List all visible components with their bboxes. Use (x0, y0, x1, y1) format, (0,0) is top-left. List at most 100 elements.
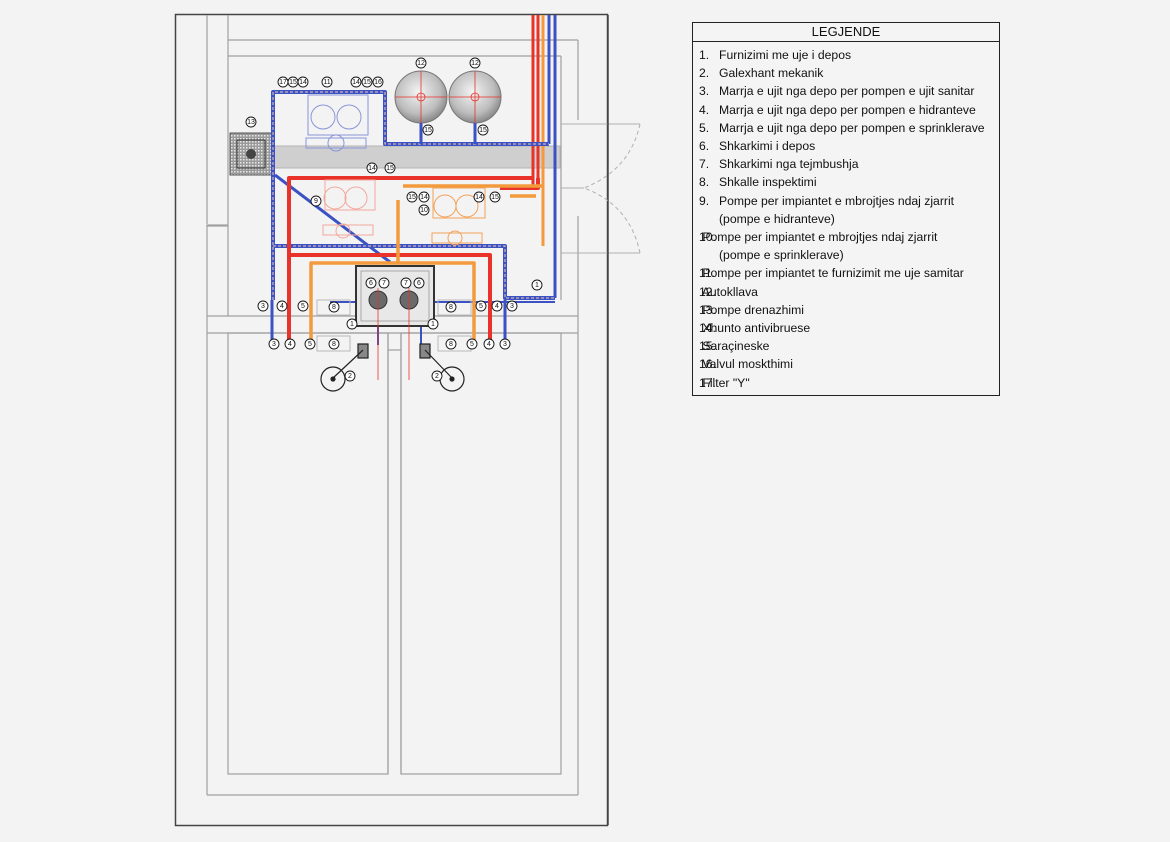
legend-item-text: Filter "Y" (702, 375, 750, 390)
legend-item-text: Pompe per impiantet te furnizimit me uje… (702, 266, 964, 281)
legend-item-text: Marrja e ujit nga depo per pompen e ujit… (719, 84, 975, 99)
legend-item-text: Shkarkimi i depos (719, 139, 816, 154)
legend-item-text: Shkalle inspektimi (719, 175, 817, 190)
callout-circle (445, 338, 457, 350)
callout-15: 15 (422, 124, 434, 136)
callout-circle (489, 191, 501, 203)
callout-circle (361, 76, 373, 88)
callout-circle (475, 300, 487, 312)
legend-item-text: Furnizimi me uje i depos (719, 48, 852, 62)
legend-item: 5.Marrja e ujit nga depo per pompen e sp… (699, 119, 999, 137)
callout-label: 5 (470, 341, 474, 348)
callout-4: 4 (491, 300, 503, 312)
callout-circle (378, 277, 390, 289)
legend-item-text: Galexhant mekanik (719, 66, 824, 81)
callout-1: 1 (531, 279, 543, 291)
legend-item-continuation: (pompe e hidranteve) (719, 211, 835, 226)
callout-circle (284, 338, 296, 350)
callout-circle (431, 370, 443, 382)
legend-item-text: Marrja e ujit nga depo per pompen e hidr… (719, 102, 976, 117)
walls (206, 15, 579, 796)
callout-label: 15 (363, 79, 371, 86)
callout-6: 6 (413, 277, 425, 289)
callout-circle (483, 338, 495, 350)
callout-5: 5 (475, 300, 487, 312)
callout-label: 15 (289, 79, 297, 86)
callout-8: 8 (445, 301, 457, 313)
callout-14: 14 (350, 76, 362, 88)
callout-label: 8 (449, 304, 453, 311)
legend-item: 16. Valvul moskthimi (699, 357, 793, 372)
legend-item-number: 4. (699, 102, 710, 117)
callout-label: 17 (279, 79, 287, 86)
callout-5: 5 (466, 338, 478, 350)
callout-circle (531, 279, 543, 291)
callout-label: 12 (471, 60, 479, 67)
callout-4: 4 (483, 338, 495, 350)
callout-circle (310, 195, 322, 207)
pump-sanitary (305, 94, 369, 152)
legend-item: 15. Saraçineske (699, 339, 770, 354)
callout-label: 14 (299, 79, 307, 86)
callout-label: 1 (431, 321, 435, 328)
legend-item-number: 7. (699, 157, 710, 172)
callout-11: 11 (321, 76, 333, 88)
pump-hydrant (322, 179, 376, 239)
callout-label: 16 (374, 79, 382, 86)
callout-label: 15 (479, 127, 487, 134)
callout-circle (328, 338, 340, 350)
callout-5: 5 (297, 300, 309, 312)
callout-15: 15 (361, 76, 373, 88)
drainage-pit (229, 132, 273, 176)
callout-label: 15 (491, 194, 499, 201)
floor-strip (269, 145, 561, 169)
callout-1: 1 (346, 318, 358, 330)
tank-chamber (355, 265, 435, 380)
callout-label: 2 (435, 373, 439, 380)
autoclave-tanks (394, 70, 502, 144)
callout-8: 8 (328, 338, 340, 350)
callout-circle (304, 338, 316, 350)
callout-label: 5 (301, 303, 305, 310)
callout-5: 5 (304, 338, 316, 350)
callout-label: 5 (308, 341, 312, 348)
legend-item-text: Pompe drenazhimi (702, 302, 805, 317)
legend-item: 17. Filter "Y" (699, 375, 750, 390)
callout-16: 16 (372, 76, 384, 88)
legend-item-number: 9. (699, 193, 710, 208)
callout-label: 1 (535, 282, 539, 289)
callout-label: 8 (332, 341, 336, 348)
callout-label: 6 (369, 280, 373, 287)
callout-circle (384, 162, 396, 174)
callout-15: 15 (287, 76, 299, 88)
callout-circle (276, 300, 288, 312)
legend-item: 14. Xhunto antivibruese (699, 321, 811, 336)
callout-label: 7 (404, 280, 408, 287)
callout-label: 14 (352, 79, 360, 86)
legend-item-text: Pompe per impiantet e mbrojtjes ndaj zja… (719, 193, 955, 208)
callout-2: 2 (344, 370, 356, 382)
callout-label: 15 (386, 165, 394, 172)
callout-12: 12 (415, 57, 427, 69)
legend-item: 13. Pompe drenazhimi (699, 302, 805, 317)
sanitary-pipes-dashes (272, 91, 555, 300)
callout-label: 3 (261, 303, 265, 310)
legend-item-number: 2. (699, 66, 710, 81)
callout-1: 1 (427, 318, 439, 330)
legend-item: 10. Pompe per impiantet e mbrojtjes ndaj… (699, 228, 999, 264)
callout-circle (477, 124, 489, 136)
hydrant-pipes (287, 176, 540, 340)
callout-label: 9 (314, 198, 318, 205)
callout-15: 15 (477, 124, 489, 136)
callout-label: 2 (348, 373, 352, 380)
callout-label: 7 (382, 280, 386, 287)
legend-item-number: 1. (699, 48, 710, 62)
callout-label: 8 (332, 304, 336, 311)
legend-item-number: 6. (699, 139, 710, 154)
callout-label: 14 (368, 165, 376, 172)
callout-15: 15 (406, 191, 418, 203)
callout-label: 4 (495, 303, 499, 310)
callout-circle (466, 338, 478, 350)
callout-circle (365, 277, 377, 289)
